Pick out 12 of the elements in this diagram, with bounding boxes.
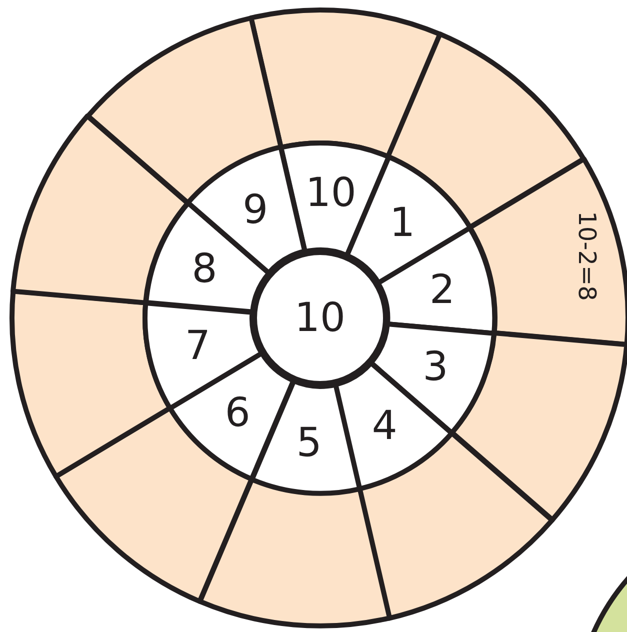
segment-number: 7 (184, 326, 210, 366)
segment-number: 8 (192, 248, 218, 289)
segment-number: 2 (430, 270, 455, 310)
segment-number: 4 (372, 406, 398, 446)
center-number: 10 (294, 298, 346, 338)
equation-text: 10-2=8 (574, 211, 599, 302)
segment-number: 6 (224, 392, 250, 433)
segment-number: 9 (242, 190, 268, 230)
segment-number: 3 (422, 347, 448, 388)
segment-number: 10 (305, 172, 356, 213)
segment-number: 5 (296, 423, 322, 464)
segment-number: 1 (390, 203, 416, 244)
